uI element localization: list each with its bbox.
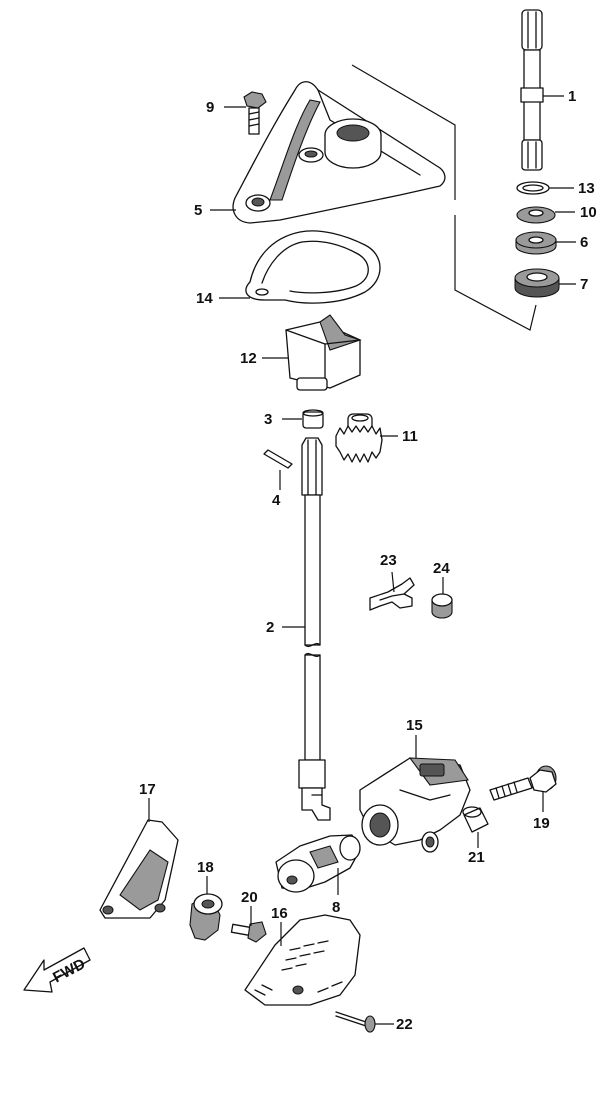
part-19-bolt[interactable] [489, 765, 557, 801]
callout-18: 18 [197, 859, 214, 876]
callout-16: 16 [271, 905, 288, 922]
callout-10: 10 [580, 204, 597, 221]
callout-8: 8 [332, 899, 340, 916]
part-4-pin[interactable] [263, 449, 293, 469]
callout-11: 11 [402, 428, 418, 445]
fwd-direction-arrow: FWD [23, 947, 91, 993]
callout-3: 3 [264, 411, 272, 428]
callout-14: 14 [196, 290, 213, 307]
part-3-collar[interactable] [302, 409, 324, 429]
callout-labels: 1 2 3 4 5 6 7 8 9 10 11 12 13 14 15 16 1 [139, 88, 597, 1033]
part-5-bracket[interactable] [232, 81, 446, 224]
part-15-housing[interactable] [359, 757, 471, 853]
part-16-vents [254, 940, 343, 996]
part-9-bolt[interactable] [243, 91, 267, 135]
assembly-connector-lines [351, 64, 537, 331]
callout-9: 9 [206, 99, 214, 116]
part-10-washer[interactable] [516, 206, 556, 224]
part-20-bolt[interactable] [230, 921, 267, 943]
callout-24: 24 [433, 560, 450, 577]
part-18-bushing[interactable] [189, 893, 223, 941]
part-7-oil-seal[interactable] [514, 268, 560, 298]
part-8-shift-cam[interactable] [275, 834, 361, 893]
part-21-sleeve[interactable] [462, 806, 489, 833]
part-24-cap[interactable] [431, 593, 453, 619]
part-17-cover[interactable] [99, 819, 179, 919]
part-6-washer[interactable] [515, 231, 557, 255]
part-23-clip[interactable] [369, 571, 415, 611]
callout-4: 4 [272, 492, 281, 509]
callout-19: 19 [533, 815, 550, 832]
part-11-gear[interactable] [335, 413, 383, 463]
callout-5: 5 [194, 202, 202, 219]
callout-6: 6 [580, 234, 588, 251]
part-22-screw[interactable] [335, 1011, 376, 1033]
callout-13: 13 [578, 180, 595, 197]
callout-23: 23 [380, 552, 397, 569]
callout-22: 22 [396, 1016, 413, 1033]
part-13-snap-ring[interactable] [516, 181, 550, 195]
callout-20: 20 [241, 889, 258, 906]
callout-15: 15 [406, 717, 423, 734]
part-14-gasket[interactable] [245, 230, 381, 304]
callout-17: 17 [139, 781, 156, 798]
part-16-cover[interactable] [244, 914, 361, 1006]
part-12-block[interactable] [285, 314, 362, 391]
callout-7: 7 [580, 276, 588, 293]
part-2-shift-rod[interactable] [298, 437, 331, 821]
callout-21: 21 [468, 849, 485, 866]
callout-12: 12 [240, 350, 257, 367]
callout-2: 2 [266, 619, 274, 636]
callout-1: 1 [568, 88, 576, 105]
part-1-upper-shaft[interactable] [520, 9, 544, 171]
